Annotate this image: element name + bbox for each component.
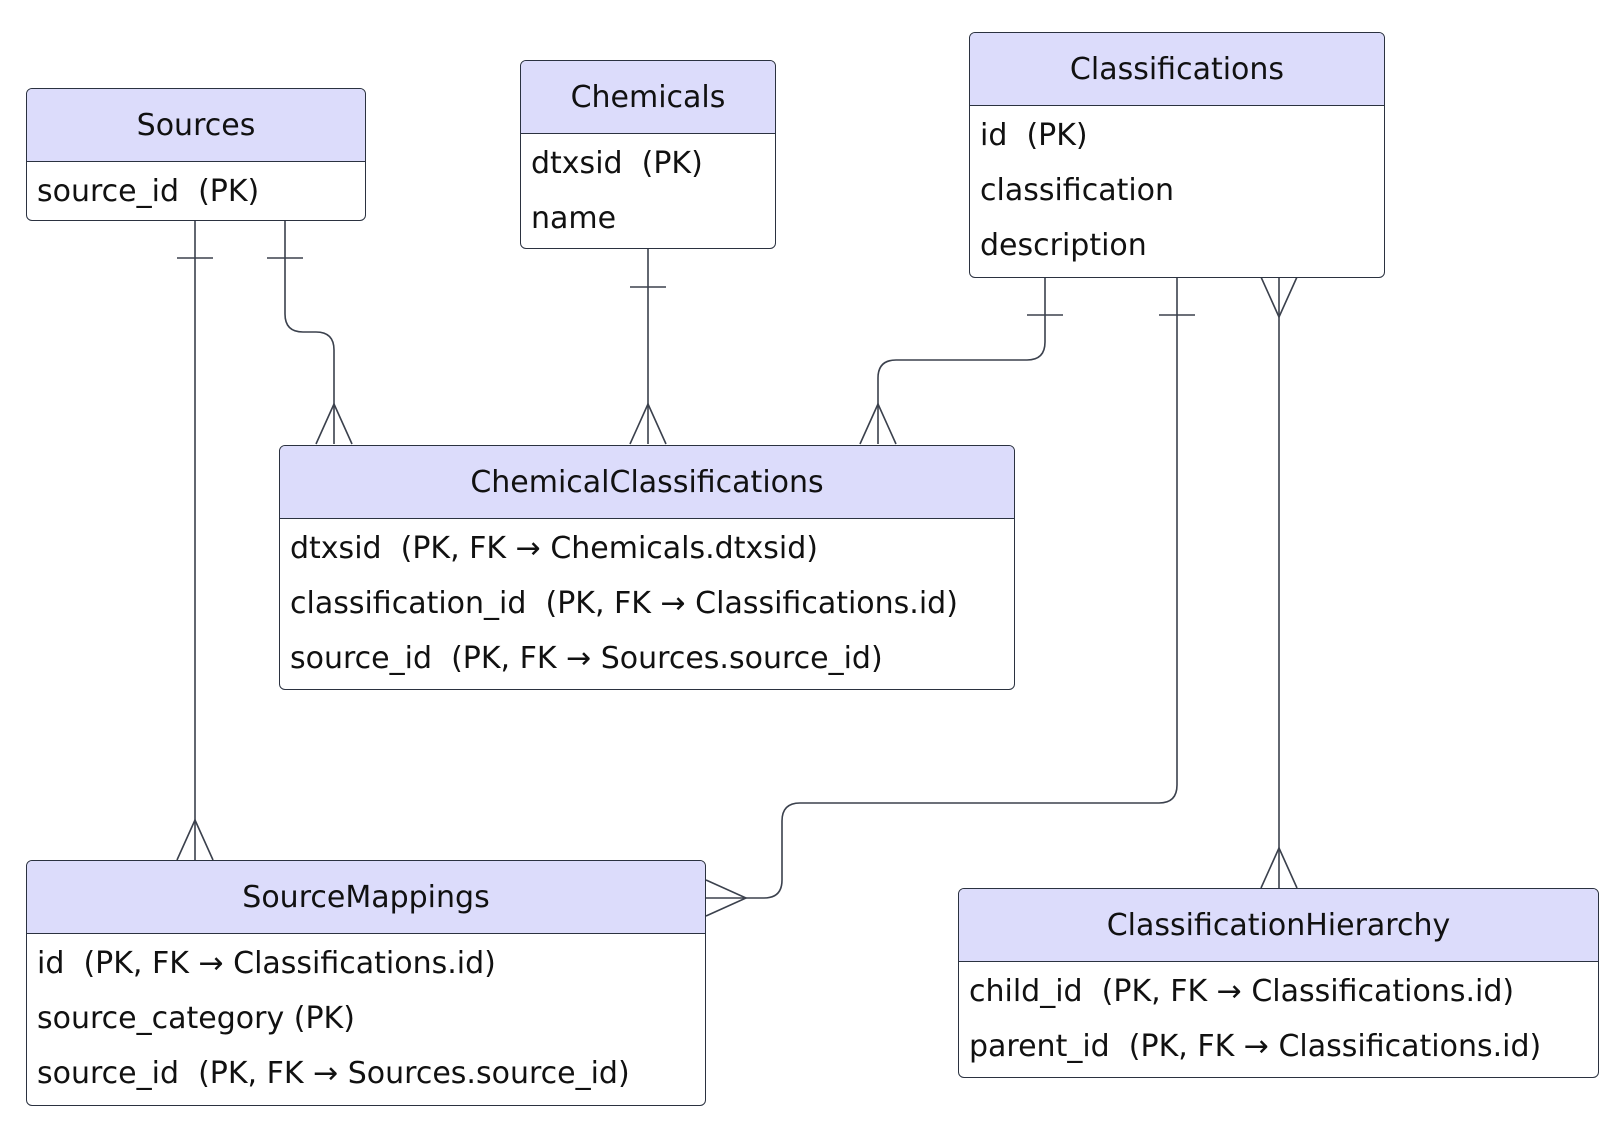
entity-chemicalclassifications[interactable]: ChemicalClassifications dtxsid (PK, FK →…: [279, 445, 1015, 690]
entity-sourcemappings[interactable]: SourceMappings id (PK, FK → Classificati…: [26, 860, 706, 1106]
attribute-source-id: source_id (PK, FK → Sources.source_id): [37, 1056, 630, 1091]
attribute-name: name: [531, 201, 617, 236]
many-marker: [859, 402, 897, 445]
entity-title: ClassificationHierarchy: [959, 889, 1598, 962]
attribute-description: description: [980, 228, 1147, 263]
many-marker: [176, 818, 214, 861]
attribute-source-id: source_id (PK): [37, 174, 260, 209]
entity-classificationhierarchy[interactable]: ClassificationHierarchy child_id (PK, FK…: [958, 888, 1599, 1078]
attribute-source-category: source_category (PK): [37, 1001, 355, 1036]
entity-title: ChemicalClassifications: [280, 446, 1014, 519]
attribute-classification: classification: [980, 173, 1175, 208]
attribute-source-id: source_id (PK, FK → Sources.source_id): [290, 641, 883, 676]
entity-title: SourceMappings: [27, 861, 705, 934]
attribute-dtxsid: dtxsid (PK, FK → Chemicals.dtxsid): [290, 531, 818, 566]
many-marker: [629, 402, 667, 445]
rel-classifications-sourcemappings[interactable]: [705, 277, 1195, 917]
rel-chemicals-chemicalclassifications[interactable]: [629, 248, 667, 445]
attribute-child-id: child_id (PK, FK → Classifications.id): [969, 974, 1515, 1009]
attribute-id: id (PK): [980, 118, 1088, 153]
many-marker: [705, 879, 748, 917]
entity-chemicals[interactable]: Chemicals dtxsid (PK) name: [520, 60, 776, 249]
many-marker: [315, 402, 353, 445]
entity-title: Classifications: [970, 33, 1384, 106]
attribute-parent-id: parent_id (PK, FK → Classifications.id): [969, 1029, 1542, 1064]
entity-sources[interactable]: Sources source_id (PK): [26, 88, 366, 221]
rel-classifications-chemicalclassifications[interactable]: [859, 277, 1063, 445]
rel-classifications-classificationhierarchy[interactable]: [1260, 276, 1298, 889]
rel-sources-chemicalclassifications[interactable]: [267, 220, 353, 445]
many-marker-bottom: [1260, 846, 1298, 889]
many-marker-top: [1260, 276, 1298, 319]
entity-title: Chemicals: [521, 61, 775, 134]
attribute-classification-id: classification_id (PK, FK → Classificati…: [290, 586, 958, 621]
attribute-dtxsid: dtxsid (PK): [531, 146, 703, 181]
rel-sources-sourcemappings[interactable]: [176, 220, 214, 861]
entity-classifications[interactable]: Classifications id (PK) classification d…: [969, 32, 1385, 278]
entity-title: Sources: [27, 89, 365, 162]
attribute-id: id (PK, FK → Classifications.id): [37, 946, 496, 981]
